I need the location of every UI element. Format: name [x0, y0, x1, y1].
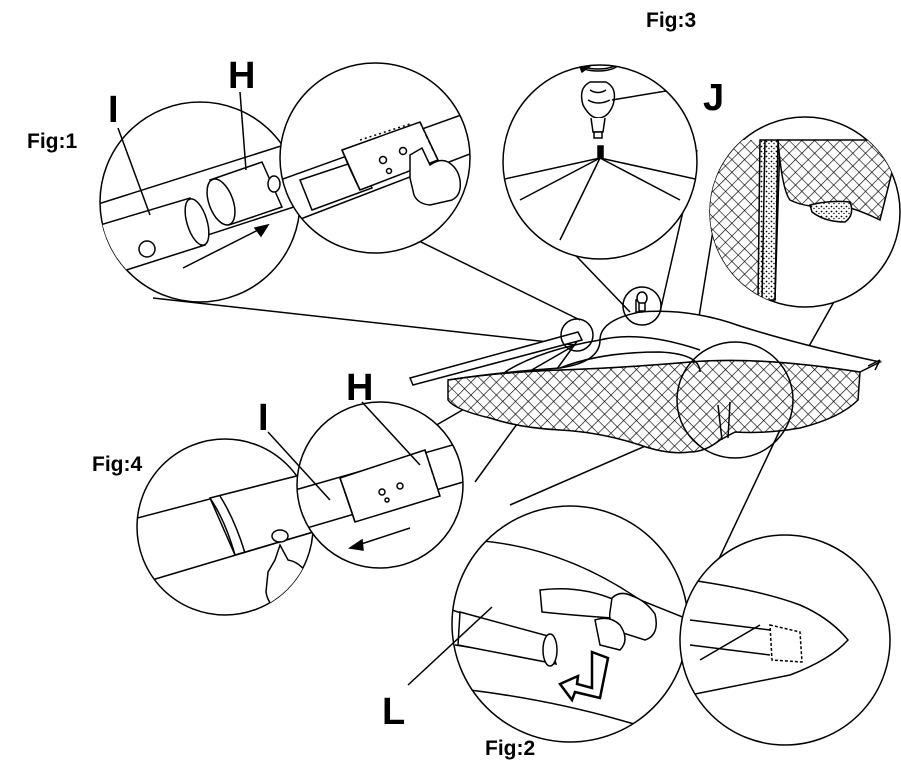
fig4-part-i: I: [258, 397, 269, 439]
fig1-part-h: H: [228, 55, 255, 97]
fig4-part-h: H: [346, 367, 373, 409]
fig1-button-circle: [138, 240, 156, 258]
finial-small-icon: [636, 291, 648, 312]
fig2-label: Fig:2: [485, 737, 535, 760]
fig2-part-l: L: [382, 691, 405, 733]
fig3-label: Fig:3: [646, 9, 696, 32]
fig1-label: Fig:1: [27, 130, 77, 153]
canopy-pole: [408, 331, 584, 386]
fig1-part-i: I: [108, 89, 119, 131]
rotate-arrow-icon: [576, 65, 619, 74]
canopy-valance: [447, 359, 861, 454]
bent-arrow-icon: [558, 650, 610, 703]
canopy-main: [408, 299, 883, 454]
fig1-arrow-icon: [182, 227, 263, 269]
fig1-left-content: [100, 139, 300, 273]
fig1-right-content: [280, 109, 470, 226]
pointing-hand-icon: [409, 146, 462, 206]
fig3-circle: [502, 64, 698, 260]
fig2-right-content: [689, 579, 849, 696]
fig4-label: Fig:4: [92, 453, 142, 476]
finial-icon: [580, 81, 616, 139]
detail-circle-pole-joint: [560, 318, 594, 352]
label-pointers: [117, 91, 421, 501]
valance-detail-content: [710, 139, 900, 301]
detail-circle-valance: [676, 341, 794, 459]
fig4-right-content: [297, 439, 463, 551]
straight-arrow-icon: [357, 527, 411, 546]
fig3-part-j: J: [703, 77, 724, 119]
fig4-button: [271, 529, 289, 543]
fig2-left-content: [452, 539, 688, 741]
detail-circle-finial: [622, 286, 662, 326]
